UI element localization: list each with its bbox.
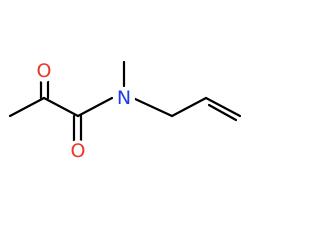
atom-labels: O O N bbox=[33, 60, 135, 162]
oxygen-amide-label: O bbox=[71, 140, 86, 162]
bond-nitrogen-allyl bbox=[131, 96, 174, 118]
bond-ketone-amide-carbon bbox=[42, 96, 80, 118]
bond-methyl-ketone-carbon bbox=[8, 96, 46, 118]
bonds bbox=[8, 60, 242, 143]
bond-vinyl-double-b bbox=[207, 103, 238, 122]
atom-nitrogen: N bbox=[113, 87, 135, 109]
bond-amide-carbon-nitrogen bbox=[76, 96, 114, 118]
nitrogen-label: N bbox=[117, 87, 131, 109]
bond-allyl-ch2-ch bbox=[170, 96, 208, 118]
atom-oxygen-ketone: O bbox=[33, 60, 55, 82]
oxygen-ketone-label: O bbox=[37, 60, 52, 82]
bond-vinyl-double-a bbox=[204, 96, 242, 118]
atom-oxygen-amide: O bbox=[67, 140, 89, 162]
structure-diagram: O O N bbox=[8, 60, 242, 162]
